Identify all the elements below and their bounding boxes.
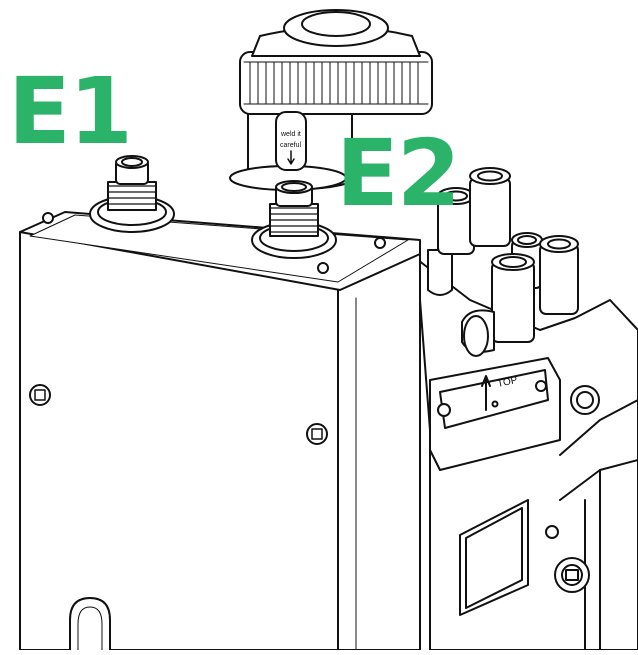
top-marker-plate: TOP: [437, 369, 549, 429]
lens-housing: weld it careful: [229, 9, 433, 191]
connector-e2: [251, 180, 337, 259]
lens-label-line1: weld it: [280, 131, 301, 138]
up-arrow-icon: [481, 375, 491, 411]
connector-e1: [89, 155, 175, 233]
top-marker-text: TOP: [496, 375, 519, 390]
front-enclosure: [19, 211, 421, 651]
label-e1: E1: [8, 58, 133, 165]
lens-label-line2: careful: [280, 142, 301, 149]
push-fit-fittings: [427, 167, 579, 357]
label-e2: E2: [336, 120, 461, 227]
knurled-ring: [249, 61, 419, 105]
side-mounting-body: [417, 259, 638, 651]
